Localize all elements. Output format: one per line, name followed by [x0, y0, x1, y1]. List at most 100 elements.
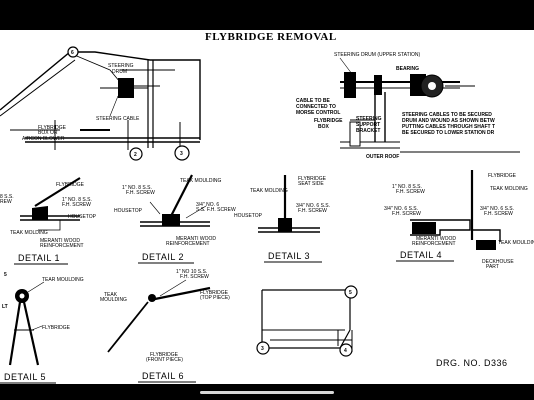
d3-housetop: HOUSETOP — [234, 213, 263, 219]
steering-drum-label-1: STEERING — [108, 63, 134, 69]
detail-1-label: DETAIL 1 — [18, 253, 60, 263]
detail-1: FLYBRIDGE 1" NO. 8 S.S. F.H. SCREW HOUSE… — [0, 177, 97, 265]
d2-screw2-1: 3/4" NO. 6 — [196, 202, 219, 208]
d3-screw-2: F.H. SCREW — [298, 208, 327, 214]
d1-screw-left-2: REW — [0, 199, 12, 205]
d1-meranti-2: REINFORCEMENT — [40, 243, 84, 249]
d3-flybridge-1: FLYBRIDGE — [298, 176, 327, 182]
d6-front-2: (FRONT PIECE) — [146, 357, 183, 363]
callout-circle-a — [67, 46, 79, 58]
d1-housetop: HOUSETOP — [68, 214, 97, 220]
drawing-title: FLYBRIDGE REMOVAL — [205, 31, 337, 43]
cable-note-1: CABLE TO BE — [296, 98, 330, 104]
d5-flybridge: FLYBRIDGE — [42, 325, 71, 331]
status-bar — [0, 0, 534, 30]
frame-callout-circle-2 — [256, 341, 270, 355]
detail-2: 1" NO. 8 S.S. F.H. SCREW TEAK MOULDING H… — [114, 174, 236, 264]
home-indicator[interactable] — [200, 391, 334, 394]
drawing-number: DRG. NO. D336 — [436, 358, 508, 368]
d5-five: 5 — [4, 272, 7, 278]
support-label-2: SUPPORT — [356, 122, 380, 128]
d5-lt: LT — [2, 304, 8, 310]
d2-screw2-2: S.S. F.H. SCREW — [196, 207, 236, 213]
steering-note-3: PUTTING CABLES THROUGH SHAFT T — [402, 124, 495, 130]
d4-deckhouse-1: DECKHOUSE — [482, 259, 514, 265]
d1-meranti-1: MERANTI WOOD — [40, 238, 80, 244]
d4-teak2: TEAK MOULDING — [498, 240, 534, 246]
d3-teak: TEAK MOLDING — [250, 188, 288, 194]
d4-screw-1: 1" NO. 8 S.S. — [392, 184, 422, 190]
callout-circle-c — [174, 145, 190, 161]
frame-callout-3: 4 — [344, 348, 347, 354]
d6-teak-2: MOULDING — [100, 297, 127, 303]
cable-note-3: MORSE CONTROL — [296, 110, 340, 116]
d6-top-1: FLYBRIDGE — [200, 290, 229, 296]
steering-note-1: STEERING CABLES TO BE SECURED — [402, 112, 492, 118]
d5-tear: TEAR MOULDING — [42, 277, 84, 283]
d1-screw-1: 1" NO. 8 S.S. — [62, 197, 92, 203]
detail-3: FLYBRIDGE SEAT SIDE TEAK MOLDING 3/4" NO… — [234, 175, 330, 263]
flybridge-box-label-3: AIRCON BLOWER — [22, 136, 65, 142]
steering-drum-upper-label: STEERING DRUM (UPPER STATION) — [334, 52, 421, 58]
detail-4: FLYBRIDGE 1" NO. 8 S.S. F.H. SCREW TEAK … — [384, 170, 534, 270]
d6-top-2: (TOP PIECE) — [200, 295, 230, 301]
flybridge-drawing: FLYBRIDGE REMOVAL 6 2 3 STEERING DRUM ST… — [0, 30, 534, 384]
d4-screw3-2: F.H. SCREW — [392, 211, 421, 217]
d4-meranti-2: REINFORCEMENT — [412, 241, 456, 247]
detail-3-label: DETAIL 3 — [268, 251, 310, 261]
frame-callout-1: 5 — [349, 290, 352, 296]
d4-meranti-1: MERANTI WOOD — [416, 236, 456, 242]
frame-callout-2: 3 — [261, 346, 264, 352]
d4-teak: TEAK MOLDING — [490, 186, 528, 192]
d4-screw3-1: 3/4" NO. 6 S.S. — [384, 206, 418, 212]
bearing-label: BEARING — [396, 66, 419, 72]
d6-screw-2: F.H. SCREW — [180, 274, 209, 280]
steering-drum-shape — [118, 78, 134, 98]
d1-teak: TEAK MOLDING — [10, 230, 48, 236]
d4-flybridge: FLYBRIDGE — [488, 173, 517, 179]
steering-cable-label: STEERING CABLE — [96, 116, 140, 122]
top-left-side-view: 6 2 3 STEERING DRUM STEERING CABLE FLYBR… — [0, 46, 201, 161]
flybridge-box-label-a: FLYBRIDGE — [314, 118, 343, 124]
d2-screw-1: 1" NO. 8 S.S. — [122, 185, 152, 191]
callout-b: 2 — [134, 152, 137, 158]
callout-circle-b — [129, 147, 143, 161]
d6-screw-1: 1" NO 10 S.S. — [176, 269, 207, 275]
flybridge-box-label-1: FLYBRIDGE — [38, 125, 67, 131]
detail-2-label: DETAIL 2 — [142, 252, 184, 262]
flybridge-box-label-2: BOX OR — [38, 130, 58, 136]
steering-note-4: BE SECURED TO LOWER STATION DR — [402, 130, 495, 136]
detail-5-label: DETAIL 5 — [4, 372, 46, 382]
detail-6: 1" NO 10 S.S. F.H. SCREW TEAK MOULDING F… — [100, 269, 230, 383]
frame-callout-circle-1 — [344, 285, 358, 299]
d4-deckhouse-2: PART — [486, 264, 499, 270]
callout-c: 3 — [180, 151, 183, 157]
d2-housetop: HOUSETOP — [114, 208, 143, 214]
d1-screw-left-1: 8 S.S. — [0, 194, 14, 200]
d1-screw-2: F.H. SCREW — [62, 202, 91, 208]
cable-note-2: CONNECTED TO — [296, 104, 336, 110]
support-label-1: STEERING — [356, 116, 382, 122]
d2-teak: TEAK MOULDING — [180, 178, 222, 184]
d3-flybridge-2: SEAT SIDE — [298, 181, 324, 187]
callout-a: 6 — [71, 50, 74, 56]
steering-drum-label-2: DRUM — [112, 69, 127, 75]
d4-screw2-1: 3/4" NO. 6 S.S. — [480, 206, 514, 212]
d6-teak-1: TEAK — [104, 292, 118, 298]
d2-meranti-1: MERANTI WOOD — [176, 236, 216, 242]
frame-callout-circle-3 — [339, 343, 353, 357]
detail-4-label: DETAIL 4 — [400, 250, 442, 260]
d4-screw2-2: F.H. SCREW — [484, 211, 513, 217]
d1-flybridge: FLYBRIDGE — [56, 182, 85, 188]
flybridge-box-label-b: BOX — [318, 124, 330, 130]
support-label-3: BRACKET — [356, 128, 380, 134]
top-right-station-view: STEERING DRUM (UPPER STATION) BEARING CA… — [296, 52, 520, 160]
d2-meranti-2: REINFORCEMENT — [166, 241, 210, 247]
d4-screw-2: F.H. SCREW — [396, 189, 425, 195]
d3-screw-1: 3/4" NO. 6 S.S. — [296, 203, 330, 209]
outer-roof-label: OUTER ROOF — [366, 154, 399, 160]
upper-drum-shape — [344, 72, 356, 98]
d6-front-1: FLYBRIDGE — [150, 352, 179, 358]
d2-screw-2: F.H. SCREW — [126, 190, 155, 196]
detail-6-label: DETAIL 6 — [142, 371, 184, 381]
